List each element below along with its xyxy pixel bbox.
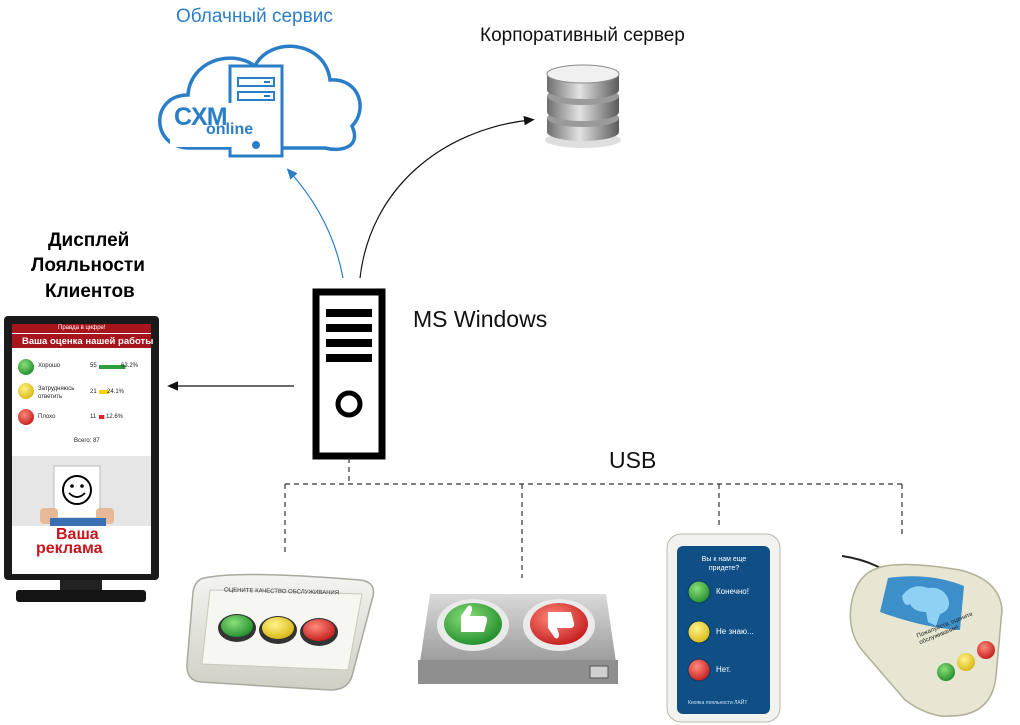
cloud-service-icon <box>158 44 362 158</box>
display-row-bad-percent: 12.6% <box>106 414 124 420</box>
display-screen-title: Ваша оценка нашей работы <box>22 336 154 347</box>
loyalty-display-monitor <box>4 316 159 602</box>
bad-bar <box>99 415 105 419</box>
thumbs-down-icon <box>548 612 575 639</box>
pc-tower-icon <box>312 288 386 460</box>
usb-bus <box>284 458 903 578</box>
device-vertical-panel <box>666 533 781 723</box>
display-title-line2: Лояльности <box>31 255 145 276</box>
cloud-logo-cxm: CXM <box>174 103 228 131</box>
device-thumbs-box <box>418 594 618 684</box>
display-ad-line1: Ваша <box>56 526 99 543</box>
display-row-bad-count: 11 <box>90 414 97 420</box>
ms-windows-label: MS Windows <box>413 306 548 332</box>
display-row-good-count: 55 <box>90 363 97 369</box>
good-face-icon <box>18 359 34 375</box>
arrow-to-cloud <box>286 168 344 279</box>
display-row-neutral-label: Затрудняюсь ответить <box>38 386 75 400</box>
cloud-service-label: Облачный сервис <box>176 6 333 27</box>
vertical-panel-option-maybe: Не знаю... <box>716 627 754 636</box>
display-total: Всего: 87 <box>74 438 100 444</box>
display-row-neutral-count: 21 <box>90 389 97 395</box>
good-bar <box>99 365 126 369</box>
neutral-face-icon <box>18 383 34 399</box>
database-icon <box>545 64 621 148</box>
display-title-line1: Дисплей <box>48 230 130 251</box>
display-row-neutral-percent: 24.1% <box>107 389 125 395</box>
display-header-banner: Правда в цифре! <box>58 325 106 331</box>
neutral-bar <box>99 390 110 394</box>
usb-label: USB <box>609 447 657 473</box>
display-row-good-percent: 63.2% <box>121 363 139 369</box>
display-title-line3: Клиентов <box>45 281 135 302</box>
bad-face-icon <box>18 409 34 425</box>
device-three-button-box <box>186 573 375 691</box>
thumbs-up-icon <box>461 605 488 632</box>
vertical-panel-footer: Кнопка лояльности ЛАЙТ <box>688 700 748 706</box>
display-row-good-label: Хорошо <box>38 363 61 369</box>
elephant-icon <box>902 586 949 626</box>
display-row-bad-label: Плохо <box>38 414 56 420</box>
arrow-to-server <box>359 115 535 279</box>
device-elephant-pad <box>841 555 1003 717</box>
cloud-logo-online: online <box>206 121 254 138</box>
smiley-sign-icon <box>62 475 92 505</box>
display-ad-line2: реклама <box>36 540 103 557</box>
vertical-panel-question: Вы к нам еще придете? <box>701 556 747 572</box>
corporate-server-label: Корпоративный сервер <box>480 25 685 46</box>
vertical-panel-option-no: Нет. <box>716 665 731 674</box>
vertical-panel-option-yes: Конечно! <box>716 587 749 596</box>
